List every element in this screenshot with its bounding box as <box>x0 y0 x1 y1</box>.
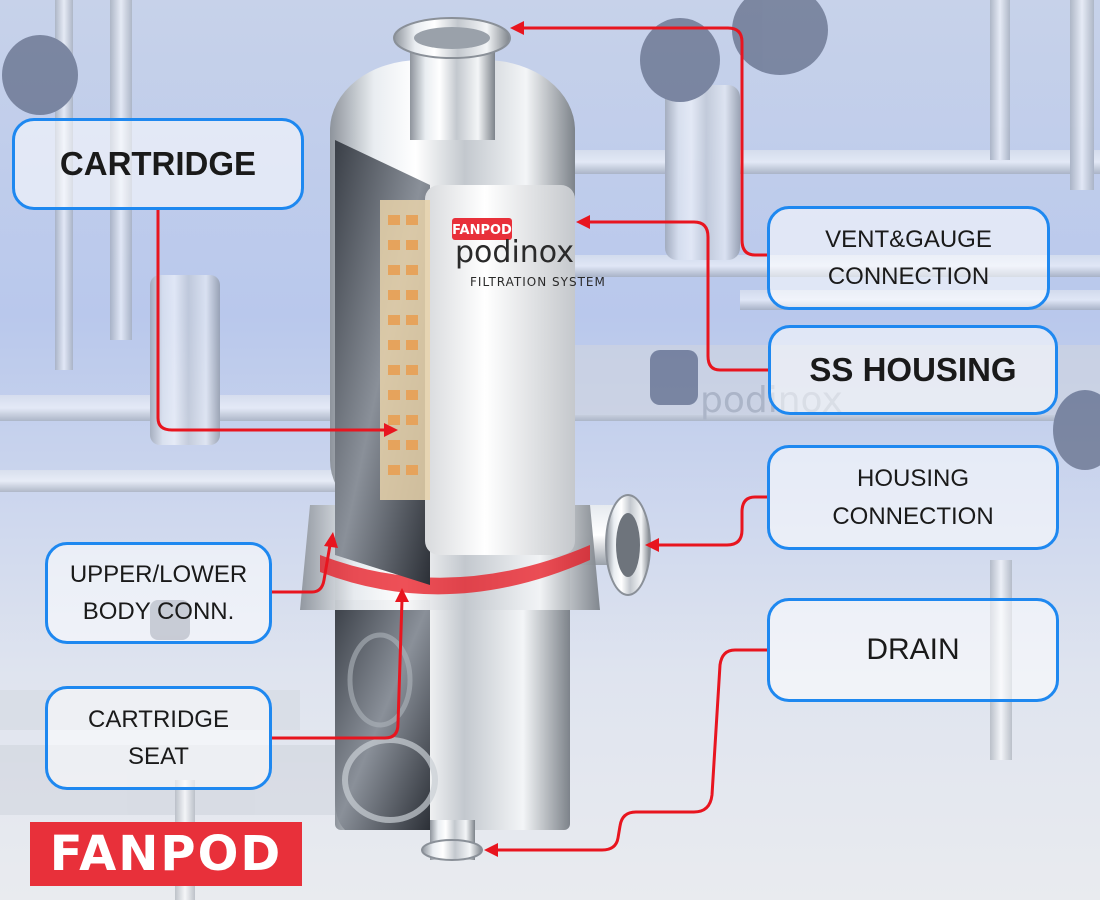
leader-line-cartridge <box>156 210 385 432</box>
leader-line-housing-connection <box>658 495 768 547</box>
callout-vent-gauge-label: VENT&GAUGE CONNECTION <box>825 225 992 290</box>
callout-drain-label: DRAIN <box>866 632 960 666</box>
fanpod-logo-text: FANPOD <box>49 826 283 882</box>
ss-housing-body <box>300 17 651 861</box>
leader-line-upper-lower <box>272 544 332 594</box>
leader-line-cartridge-seat <box>272 599 404 740</box>
callout-upper-lower-label: UPPER/LOWER BODY CONN. <box>69 560 248 625</box>
leader-line-vent-gauge <box>522 26 768 257</box>
product-subtitle: FILTRATION SYSTEM <box>470 275 606 289</box>
callout-housing-connection-label: HOUSING CONNECTION <box>832 465 994 530</box>
callout-cartridge-label: CARTRIDGE <box>59 145 257 183</box>
leader-line-ss-housing <box>588 220 770 372</box>
product-brand: FANPOD <box>452 223 512 238</box>
callout-vent-gauge-connection: VENT&GAUGE CONNECTION <box>767 206 1050 310</box>
callout-cartridge: CARTRIDGE <box>12 118 304 210</box>
product-brand-badge <box>452 218 512 240</box>
product-model: podinox <box>455 235 574 270</box>
leader-lines <box>156 26 770 852</box>
leader-line-drain <box>496 648 768 852</box>
leader-arrowheads <box>324 21 659 857</box>
callout-ss-housing: SS HOUSING <box>768 325 1058 415</box>
callout-ss-housing-label: SS HOUSING <box>809 351 1017 389</box>
callout-cartridge-seat-label: CARTRIDGE SEAT <box>88 705 229 770</box>
callout-upper-lower-body-conn: UPPER/LOWER BODY CONN. <box>45 542 272 644</box>
fanpod-logo: FANPOD <box>30 822 302 886</box>
callout-drain: DRAIN <box>767 598 1059 702</box>
callout-cartridge-seat: CARTRIDGE SEAT <box>45 686 272 790</box>
callout-housing-connection: HOUSING CONNECTION <box>767 445 1059 550</box>
